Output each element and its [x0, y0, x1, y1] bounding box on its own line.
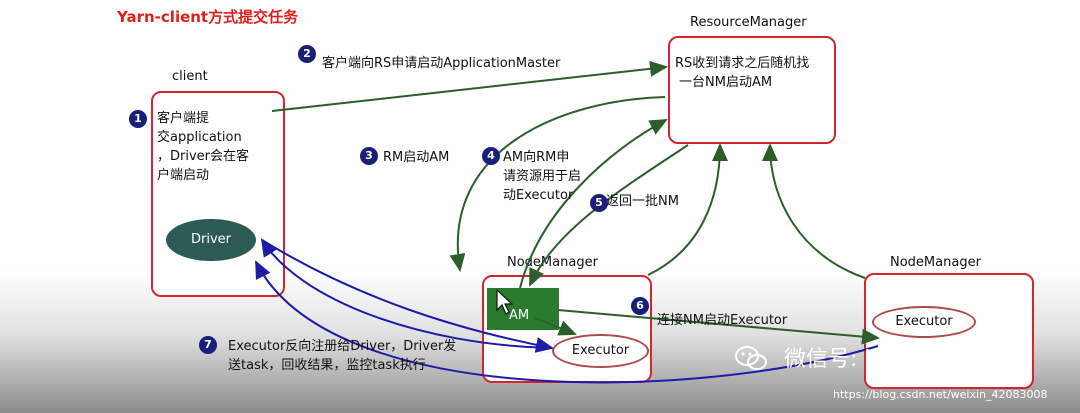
step-7-line: Executor反向注册给Driver，Driver发	[228, 339, 457, 354]
client-description: 客户端提 交application ，Driver会在客 户端启动	[157, 109, 249, 185]
rm-line: 一台NM启动AM	[679, 75, 773, 90]
resource-manager-box	[668, 36, 836, 144]
client-line: ，Driver会在客	[157, 149, 250, 164]
arrow-executor2-to-driver	[255, 260, 879, 384]
step-1-badge: 1	[129, 110, 147, 128]
arrow-driver-to-executor1	[261, 239, 554, 353]
step-4-text: AM向RM申 请资源用于启 动Executor	[503, 148, 581, 205]
step-4-line: 请资源用于启	[503, 169, 582, 184]
step-4-badge: 4	[482, 147, 500, 165]
step-6-badge: 6	[631, 297, 649, 315]
arrow-step-5	[529, 144, 689, 287]
resource-manager-description: RS收到请求之后随机找 一台NM启动AM	[675, 54, 809, 92]
step-3-badge: 3	[360, 147, 378, 165]
step-7-text: Executor反向注册给Driver，Driver发 送task，回收结果，监…	[228, 337, 456, 375]
arrow-executor1-to-driver	[260, 238, 553, 349]
step-5-badge: 5	[590, 194, 608, 212]
arrow-step-2	[271, 60, 668, 112]
arrow-nm1-to-rm	[647, 143, 728, 276]
diagram-title: Yarn-client方式提交任务	[117, 8, 299, 26]
step-2-text: 客户端向RS申请启动ApplicationMaster	[322, 56, 561, 71]
executor-1-node: Executor	[552, 334, 649, 368]
rm-line: RS收到请求之后随机找	[675, 56, 810, 71]
resource-manager-label: ResourceManager	[690, 15, 807, 30]
node-manager-2-label: NodeManager	[890, 255, 981, 270]
arrow-am-to-executor	[534, 317, 577, 336]
step-4-line: 动Executor	[503, 188, 574, 203]
arrow-step-6	[557, 309, 880, 345]
step-2-badge: 2	[298, 45, 316, 63]
step-6-text: 连接NM启动Executor	[657, 313, 788, 328]
arrow-step-3	[449, 96, 666, 272]
step-7-line: 送task，回收结果，监控task执行	[228, 358, 426, 373]
wechat-watermark: 微信号: bigData_java	[784, 347, 1009, 372]
driver-node: Driver	[166, 219, 256, 261]
executor-2-node: Executor	[872, 306, 976, 338]
step-7-badge: 7	[199, 336, 217, 354]
cursor-icon	[496, 288, 514, 315]
arrow-step-4	[519, 119, 668, 289]
client-label: client	[172, 69, 208, 84]
source-url: https://blog.csdn.net/weixin_42083008	[833, 388, 1048, 401]
client-line: 交application	[157, 130, 242, 145]
client-line: 客户端提	[157, 111, 210, 126]
arrow-nm2-to-rm	[762, 143, 866, 279]
client-line: 户端启动	[157, 168, 210, 183]
step-4-line: AM向RM申	[503, 150, 570, 165]
wechat-icon	[735, 346, 767, 370]
step-3-text: RM启动AM	[383, 150, 450, 165]
step-5-text: 返回一批NM	[606, 194, 679, 209]
